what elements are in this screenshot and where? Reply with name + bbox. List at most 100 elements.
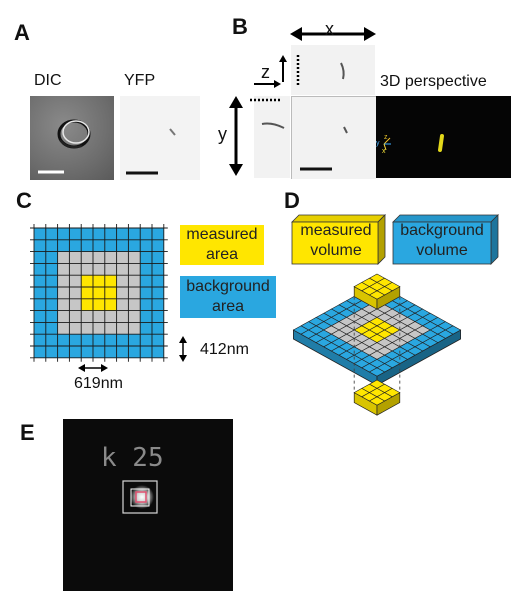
plate-voxel [368, 291, 386, 301]
grid-cell [140, 251, 152, 264]
grid-cell [93, 334, 105, 346]
grid-cell [45, 239, 58, 252]
d-background-legend-side [490, 214, 499, 265]
d-top-stack-voxel [368, 282, 386, 292]
plate-voxel [361, 304, 378, 314]
plate-voxel [338, 333, 355, 343]
grid-cell [81, 346, 93, 358]
grid-cell [116, 275, 129, 287]
plate-voxel [368, 300, 386, 310]
plate-voxel [345, 338, 363, 348]
plate-voxel [391, 296, 409, 306]
plate-voxel [421, 312, 439, 322]
grid-cell [45, 346, 58, 358]
grid-cell [81, 322, 93, 335]
plate-voxel [353, 350, 371, 360]
e-overlay-text: k 25 [101, 443, 164, 473]
grid-cell [69, 251, 82, 264]
grid-cell [81, 251, 93, 264]
plate-voxel [353, 291, 371, 301]
grid-cell [57, 310, 70, 323]
plate-voxel [391, 338, 409, 348]
grid-cell [116, 346, 129, 358]
grid-cell [152, 251, 164, 264]
plate-side-left [292, 329, 378, 386]
grid-cell [69, 334, 82, 346]
grid-cell [34, 251, 46, 264]
b-3d-perspective-view: z y x [376, 96, 511, 178]
plate-voxel [345, 304, 363, 314]
d-top-stack-side-left [353, 286, 378, 310]
grid-cell [45, 263, 58, 276]
grid-cell [104, 251, 117, 264]
plate-voxel [368, 325, 386, 335]
grid-cell [104, 310, 117, 323]
x-axis-label: x [325, 19, 334, 39]
grid-cell [116, 322, 129, 335]
plate-voxel [414, 317, 431, 327]
d-top-stack-voxel [383, 282, 401, 292]
grid-cell [57, 322, 70, 335]
grid-cell [104, 239, 117, 252]
plate-voxel [383, 333, 401, 343]
plate-voxel [437, 321, 454, 331]
plate-voxel [345, 296, 363, 306]
d-bottom-stack-voxel [383, 388, 401, 398]
plate-voxel [399, 300, 416, 310]
d-bottom-stack-voxel [353, 388, 371, 398]
grid-cell [140, 298, 152, 311]
d-top-stack-voxel [361, 286, 378, 296]
grid-cell [45, 310, 58, 323]
grid-cell [128, 287, 141, 299]
plate-voxel [383, 342, 401, 352]
plate-voxel [368, 333, 386, 343]
plate-voxel [361, 296, 378, 306]
grid-cell [116, 298, 129, 311]
d-bottom-stack-voxel [368, 379, 386, 389]
plate-voxel [399, 333, 416, 343]
grid-cell [93, 322, 105, 335]
d-bottom-stack-voxel [368, 396, 386, 406]
grid-cell [128, 263, 141, 276]
plate-voxel [391, 354, 409, 364]
grid-cell [45, 334, 58, 346]
plate-voxel [353, 359, 371, 369]
grid-cell [104, 322, 117, 335]
yfp-image [120, 96, 200, 180]
plate-voxel [361, 346, 378, 356]
b-xy-view [291, 96, 376, 179]
plate-voxel [414, 325, 431, 335]
grid-cell [57, 275, 70, 287]
plate-voxel [368, 283, 386, 293]
plate-voxel [391, 329, 409, 339]
grid-cell [69, 275, 82, 287]
grid-cell [104, 228, 117, 240]
grid-cell [128, 346, 141, 358]
grid-cell [57, 228, 70, 240]
plate-voxel [292, 325, 310, 335]
plate-voxel [345, 346, 363, 356]
plate-voxel [376, 304, 393, 314]
dic-image [30, 96, 114, 180]
d-top-stack-voxel [353, 282, 371, 292]
grid-cell [152, 310, 164, 323]
grid-cell [81, 228, 93, 240]
grid-cell [93, 228, 105, 240]
plate-voxel [421, 321, 439, 331]
grid-cell [152, 322, 164, 335]
grid-cell [45, 251, 58, 264]
plate-voxel [399, 342, 416, 352]
plate-side-right [376, 329, 462, 386]
yfp-label: YFP [124, 72, 156, 89]
grid-cell [69, 287, 82, 299]
plate-voxel [414, 308, 431, 318]
grid-cell [69, 310, 82, 323]
grid-cell [116, 310, 129, 323]
grid-cell [128, 251, 141, 264]
perspective-label: 3D perspective [380, 73, 487, 90]
plate-voxel [353, 300, 371, 310]
plate-voxel [323, 308, 340, 318]
d-bottom-stack-voxel [361, 392, 378, 402]
plate-voxel [376, 346, 393, 356]
plate-voxel [406, 329, 424, 339]
